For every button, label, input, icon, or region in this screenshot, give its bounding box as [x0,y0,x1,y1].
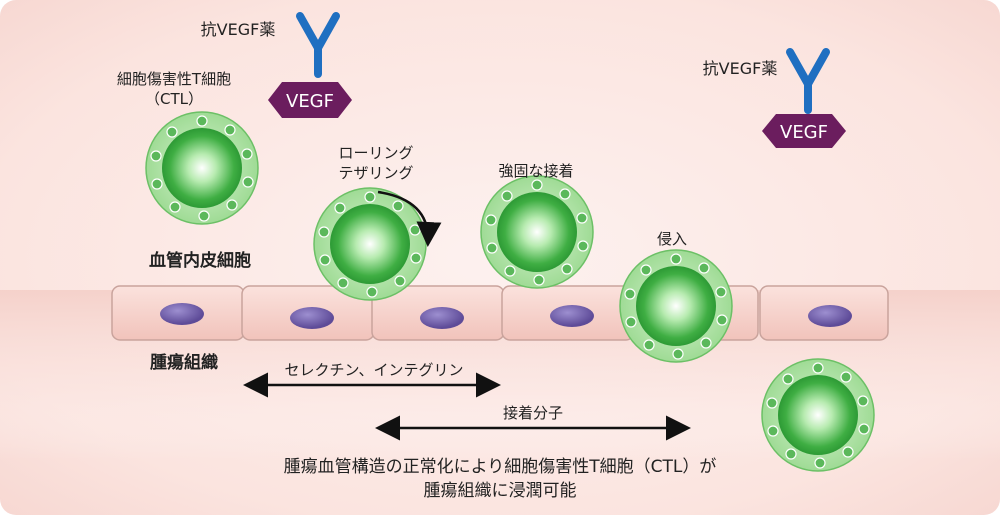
nucleus [420,307,464,329]
endothelial-label: 血管内皮細胞 [149,250,251,271]
anti-vegf-complex-left: VEGF [268,16,352,118]
selectin-integrin-label: セレクチン、インテグリン [284,361,463,379]
nucleus [808,305,852,327]
anti-vegf-drug-label: 抗VEGF薬 [201,20,276,39]
firm-adhesion-label: 強固な接着 [498,162,573,180]
vegf-label: VEGF [286,91,334,112]
ctl-label-line1: 細胞傷害性T細胞 [117,70,231,88]
caption-line2: 腫瘍組織に浸潤可能 [424,481,577,501]
rolling-label-line1: ローリング [338,144,413,162]
caption-line1: 腫瘍血管構造の正常化により細胞傷害性T細胞（CTL）が [284,457,717,477]
ctl-cell-infiltrated [761,358,875,472]
nucleus [160,303,204,325]
tumor-tissue-label: 腫瘍組織 [150,352,218,373]
ctl-cell-adhesion [480,175,594,289]
adhesion-molecules-label: 接着分子 [503,404,563,422]
ctl-label-line2: （CTL） [145,90,203,108]
rolling-arrow [377,190,442,247]
anti-vegf-complex-right: VEGF [762,52,846,148]
endothelial-layer [111,285,889,341]
invasion-label: 侵入 [657,230,687,248]
nucleus [550,305,594,327]
vegf-hexagon [762,114,846,148]
rolling-label-line2: テザリング [338,164,413,182]
ctl-cell-invading [619,249,733,363]
anti-vegf-drug-label: 抗VEGF薬 [703,59,778,78]
ctl-cell [145,111,259,225]
nucleus [290,307,334,329]
ctl-cell-rolling [313,187,427,301]
vegf-hexagon [268,82,352,118]
vegf-label: VEGF [780,122,828,143]
